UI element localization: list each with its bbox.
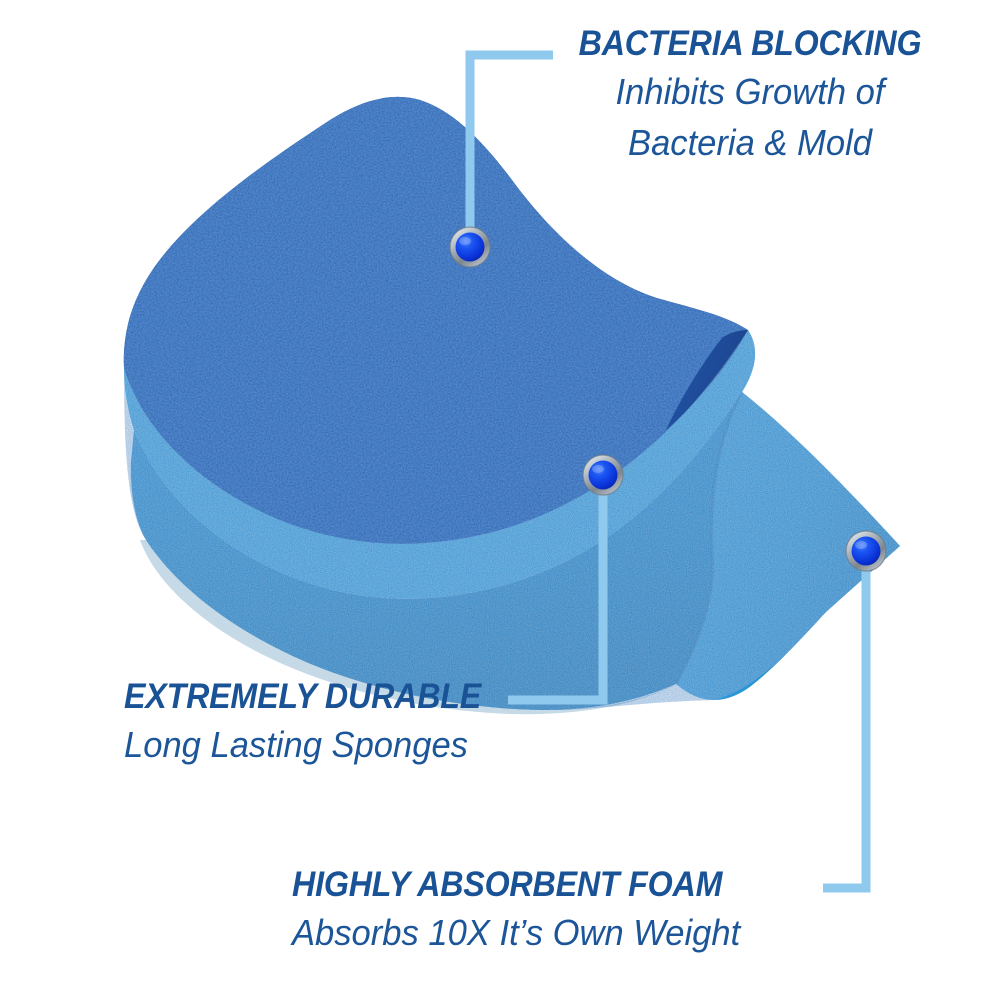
callout-subline-1: Long Lasting Sponges <box>124 724 468 765</box>
leader-line-absorbent <box>823 551 871 893</box>
callout-highly-absorbent-foam: HIGHLY ABSORBENT FOAM Absorbs 10X It’s O… <box>292 867 832 953</box>
scour-pad-side-band <box>666 330 748 430</box>
callout-headline: BACTERIA BLOCKING <box>578 24 922 63</box>
callout-headline: HIGHLY ABSORBENT FOAM <box>292 865 723 904</box>
callout-bacteria-blocking: BACTERIA BLOCKING Inhibits Growth of Bac… <box>548 26 952 164</box>
marker-dot-bacteria[interactable] <box>449 226 491 268</box>
callout-subline-2: Bacteria & Mold <box>628 122 872 164</box>
marker-dot-durable[interactable] <box>582 454 624 496</box>
callout-subline-1: Inhibits Growth of <box>615 71 885 112</box>
callout-headline: EXTREMELY DURABLE <box>124 677 482 716</box>
leader-line-durable <box>508 475 608 705</box>
callout-extremely-durable: EXTREMELY DURABLE Long Lasting Sponges <box>124 679 514 765</box>
foam-texture-overlay <box>124 330 900 710</box>
leader-line-bacteria <box>465 50 553 247</box>
callout-subline-1: Absorbs 10X It’s Own Weight <box>292 912 741 953</box>
marker-dot-absorbent[interactable] <box>845 530 887 572</box>
scour-pad-top-texture-coarse <box>123 96 748 544</box>
sponge-graphic <box>123 96 900 715</box>
